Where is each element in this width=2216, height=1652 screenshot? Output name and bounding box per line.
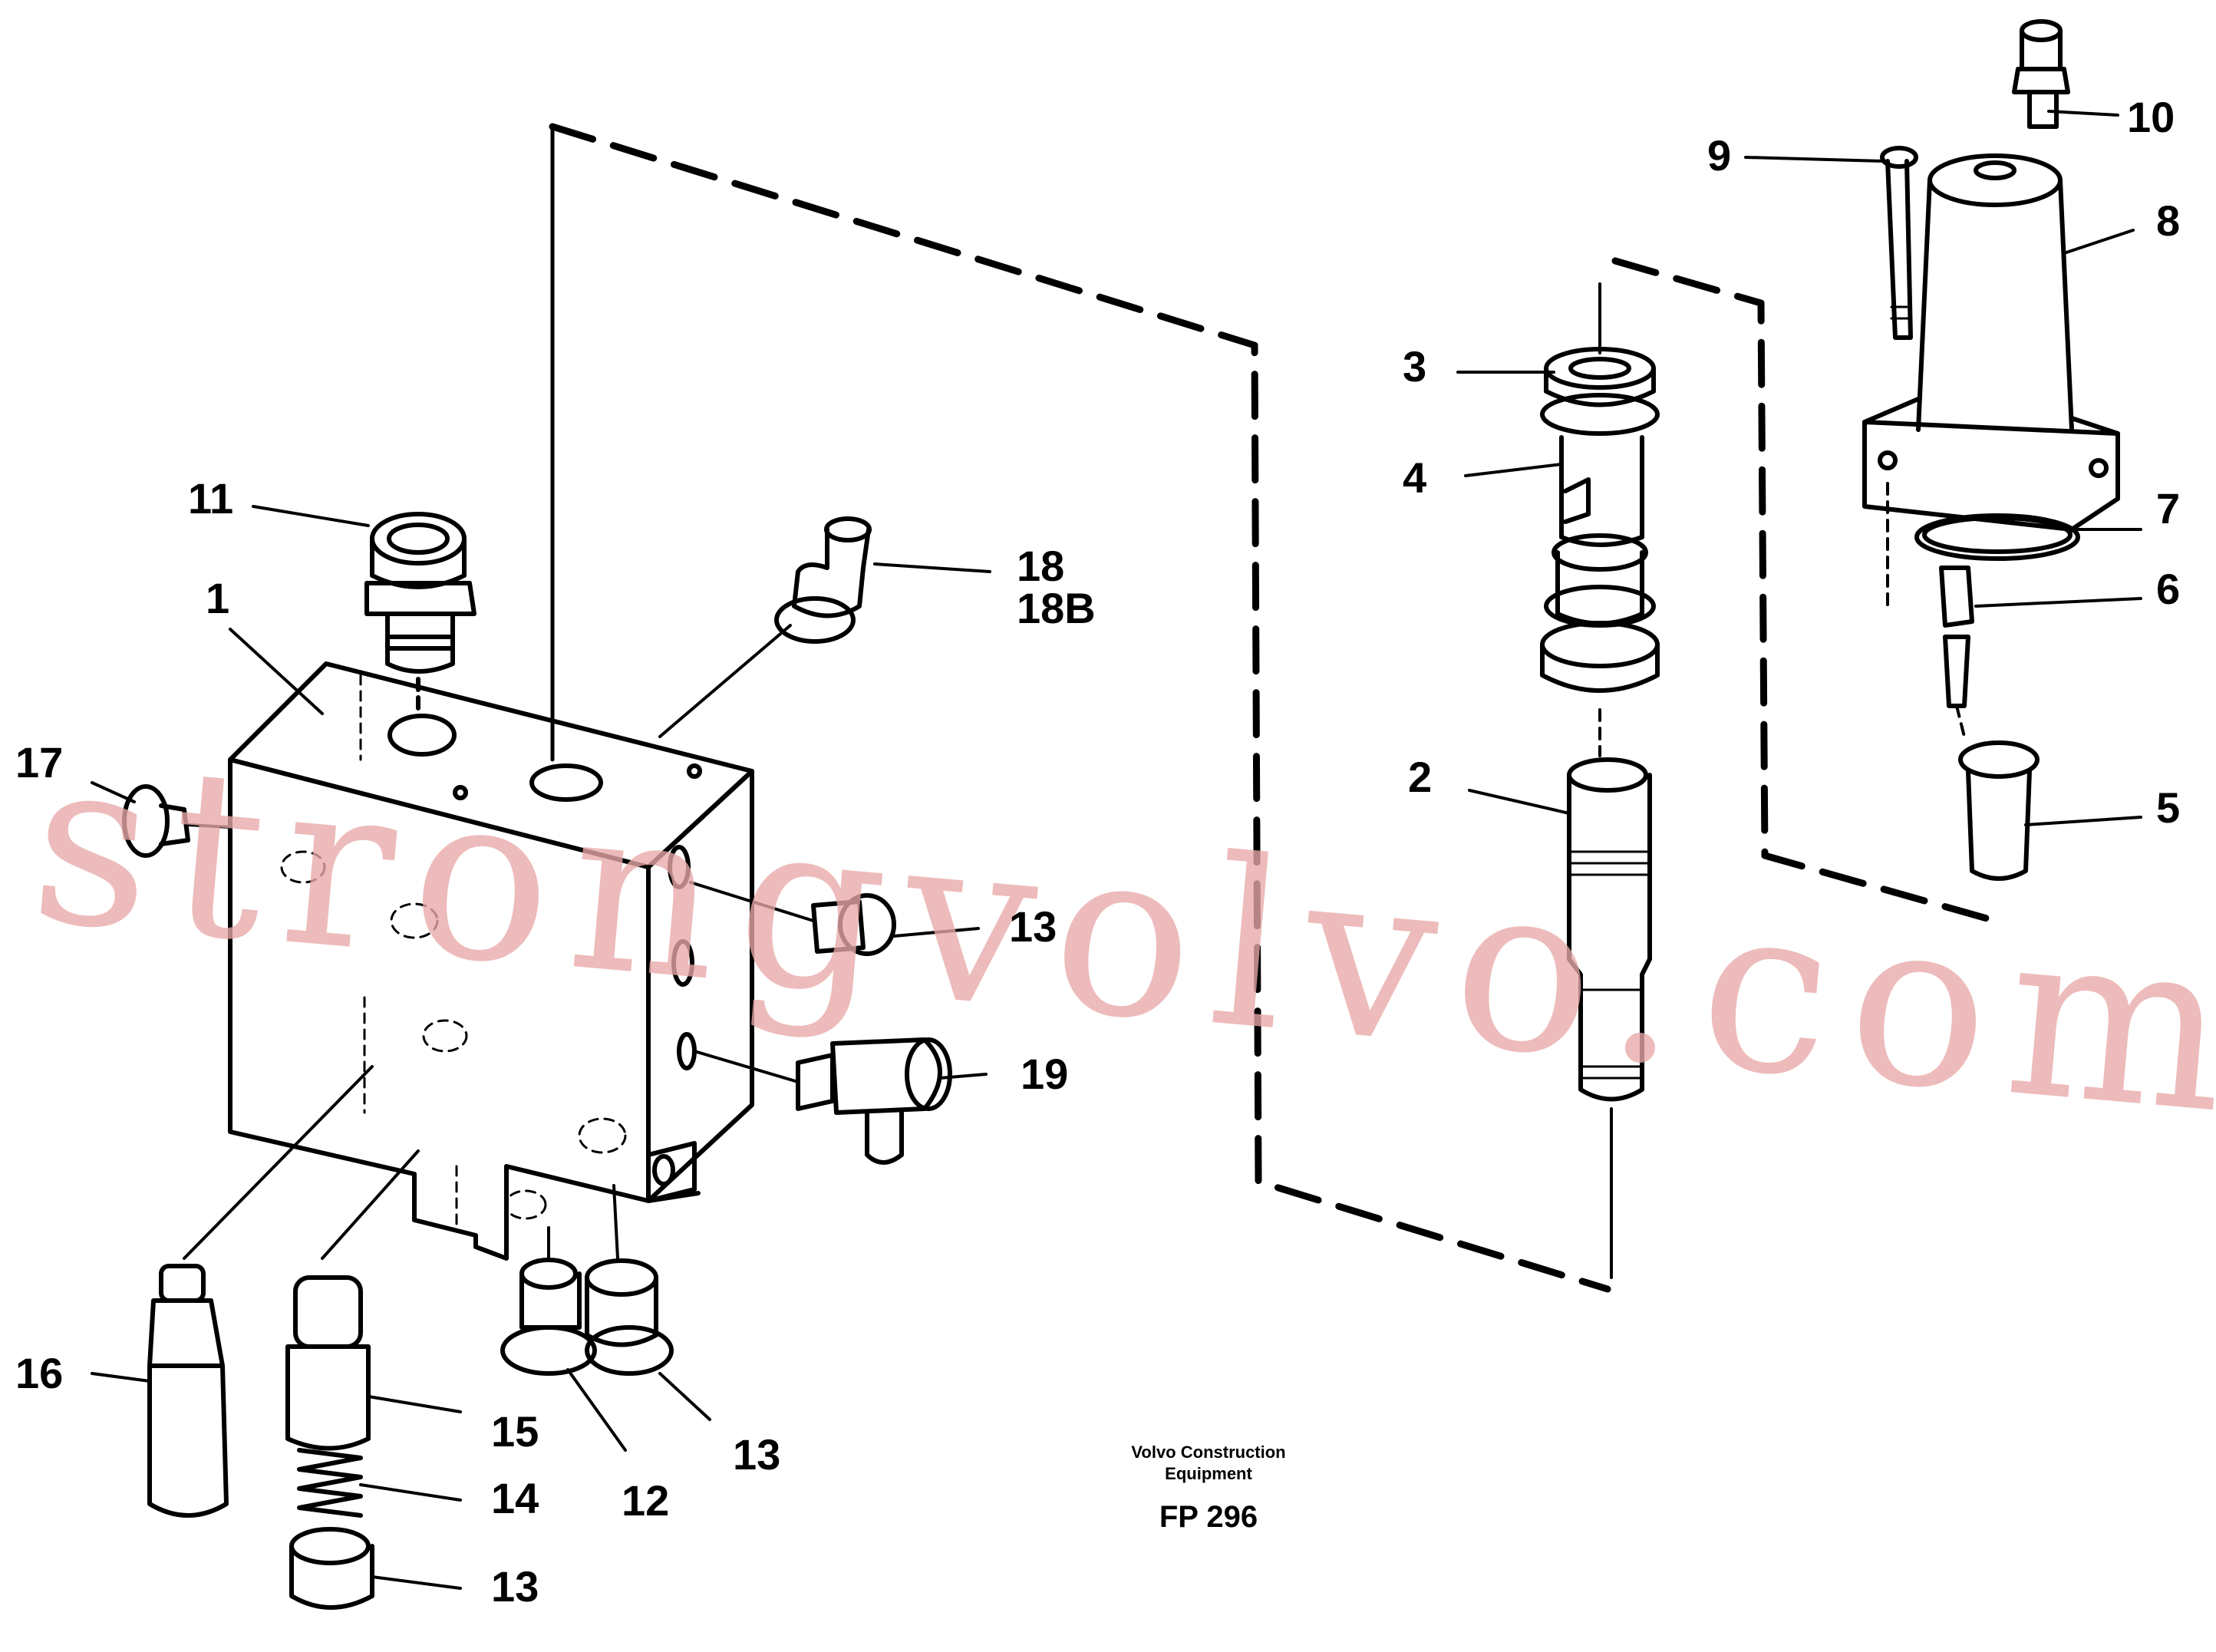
label-part-3: 3 [1403, 342, 1427, 391]
leader-lines [91, 110, 2142, 1590]
caption-company-line2: Equipment [1165, 1464, 1252, 1483]
label-part-13-lower: 13 [733, 1430, 781, 1479]
plug-13-bottom [289, 1527, 374, 1610]
label-part-7: 7 [2156, 484, 2181, 533]
label-part-5: 5 [2156, 783, 2181, 832]
figure-code: FP 296 [1159, 1500, 1258, 1534]
pin-6 [1939, 566, 1974, 738]
side-plug-13 [689, 881, 896, 956]
label-part-8: 8 [2156, 196, 2181, 245]
label-part-14: 14 [491, 1474, 539, 1522]
sleeve-3 [1544, 282, 1656, 407]
bolt-9 [1880, 146, 1918, 340]
label-part-13-side: 13 [1009, 902, 1057, 951]
label-part-4: 4 [1403, 453, 1427, 502]
o-ring-7 [1914, 513, 2080, 561]
spool-15 [285, 1149, 420, 1451]
label-part-12: 12 [622, 1476, 670, 1525]
label-part-18b: 18B [1017, 584, 1096, 632]
elbow-fitting-18 [658, 516, 872, 738]
caption-company: Volvo Construction [1131, 1443, 1286, 1462]
label-part-19: 19 [1021, 1050, 1069, 1098]
label-part-15: 15 [491, 1407, 539, 1456]
elbow-19 [693, 1037, 952, 1165]
fitting-10 [2012, 19, 2070, 129]
valve-block [228, 661, 754, 1261]
label-part-1: 1 [206, 574, 230, 622]
label-part-6: 6 [2156, 565, 2181, 613]
label-part-10: 10 [2127, 93, 2175, 141]
spring-14 [297, 1448, 363, 1518]
cap-8 [1862, 153, 2120, 608]
plug-17 [122, 784, 232, 858]
label-part-18: 18 [1017, 542, 1065, 590]
plug-12 [500, 1226, 597, 1376]
label-part-11: 11 [188, 474, 234, 523]
label-part-13-bottom: 13 [491, 1562, 539, 1611]
plunger-5 [1958, 740, 2040, 881]
label-part-16: 16 [15, 1349, 64, 1397]
label-part-2: 2 [1408, 753, 1433, 801]
cartridge-16 [147, 1065, 374, 1518]
label-part-17: 17 [15, 738, 64, 786]
label-part-9: 9 [1707, 131, 1732, 180]
seal-4 [1540, 393, 1660, 757]
dashed-assembly-plane [549, 123, 1999, 1293]
spool-2 [1567, 757, 1652, 1279]
fitting-11 [364, 512, 477, 716]
plug-13-lower [585, 1184, 674, 1376]
